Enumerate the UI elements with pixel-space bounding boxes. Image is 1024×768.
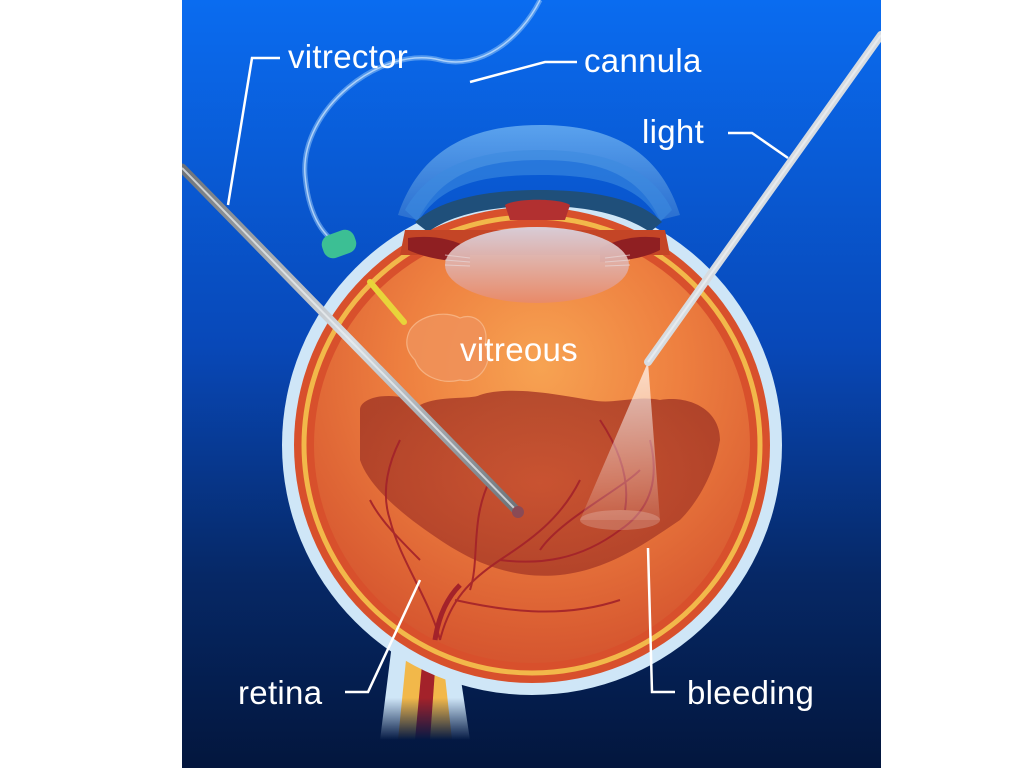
bleeding-leader: [646, 547, 675, 694]
label-vitreous: vitreous: [460, 331, 578, 368]
light-leader: [728, 131, 789, 160]
vitrector-leader: [226, 56, 280, 206]
light-beam: [580, 362, 660, 520]
eye-diagram: [182, 0, 881, 768]
cannula-port: [321, 229, 357, 259]
vitreous-floater: [406, 313, 489, 382]
leader-lines: [226, 56, 789, 694]
label-retina: retina: [238, 674, 323, 711]
label-cannula: cannula: [584, 42, 702, 79]
illustration-panel: vitrector cannula light vitreous retina …: [182, 0, 881, 768]
infusion-needle: [367, 279, 407, 325]
retina-leader: [345, 579, 422, 694]
cannula-leader: [469, 60, 577, 84]
label-light: light: [642, 113, 705, 150]
cornea: [398, 125, 680, 220]
iris: [415, 190, 662, 232]
label-vitrector: vitrector: [288, 38, 409, 75]
label-bleeding: bleeding: [687, 674, 815, 711]
lens: [445, 227, 629, 303]
